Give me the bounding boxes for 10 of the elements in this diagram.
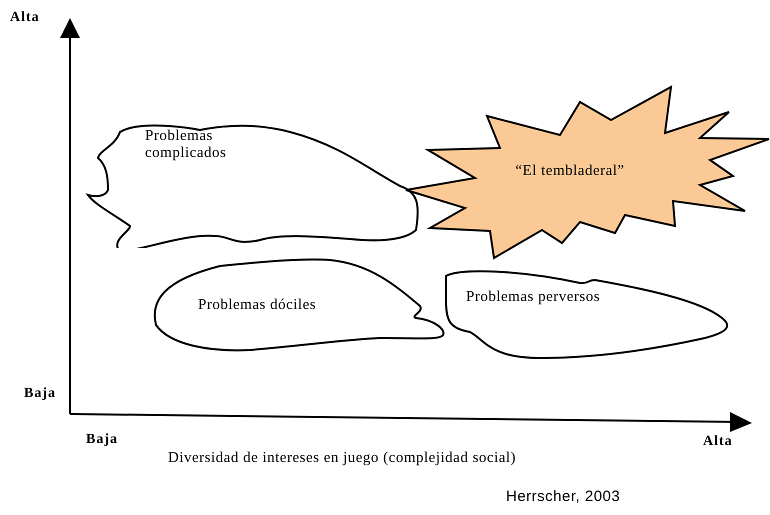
shape-label: Problemas perversos bbox=[466, 289, 600, 306]
shape-label: Problemas complicados bbox=[145, 128, 228, 162]
source-citation: Herrscher, 2003 bbox=[506, 488, 620, 505]
axis-end-label: Baja bbox=[86, 432, 118, 448]
shape-label: “El tembladeral” bbox=[514, 163, 626, 180]
axis-title: Diversidad de intereses en juego (complejidad social) bbox=[168, 450, 516, 467]
axis-end-label: Alta bbox=[703, 434, 733, 450]
axis-end-label: Alta bbox=[10, 10, 40, 26]
axis-end-label: Baja bbox=[24, 386, 56, 402]
shape-label: Problemas dóciles bbox=[198, 297, 316, 314]
